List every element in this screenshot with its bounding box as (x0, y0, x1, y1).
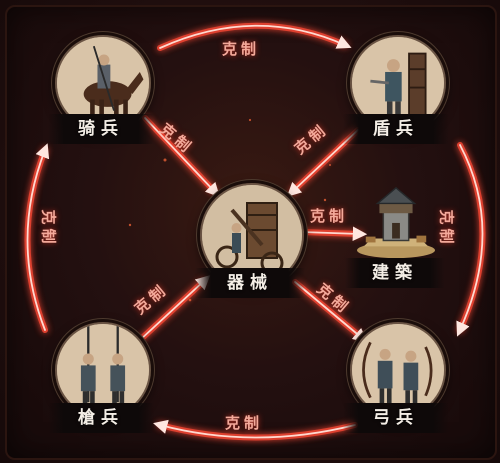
archer-label: 弓兵 (343, 403, 449, 433)
spearmen-icon (57, 324, 149, 416)
shield-label: 盾兵 (343, 114, 449, 144)
watchtower-icon (357, 186, 435, 259)
building-unit[interactable] (352, 182, 440, 260)
shield-soldier-icon (352, 37, 444, 129)
building-label: 建築 (345, 258, 445, 288)
cavalry-label: 骑兵 (48, 114, 154, 144)
spear-label: 槍兵 (48, 403, 154, 433)
relation-cavalry-shield: 克制 (222, 40, 261, 58)
relation-spear-cavalry: 克制 (39, 209, 58, 248)
siege-label: 器械 (195, 268, 305, 298)
relation-archer-spear: 克制 (225, 414, 264, 432)
spear-unit[interactable] (55, 322, 151, 418)
relation-siege-building: 克制 (310, 207, 349, 225)
archer-unit[interactable] (350, 322, 446, 418)
diagram-frame (5, 5, 497, 460)
relation-shield-archer: 克制 (437, 209, 456, 248)
archers-icon (352, 324, 444, 416)
cavalry-icon (57, 37, 149, 129)
